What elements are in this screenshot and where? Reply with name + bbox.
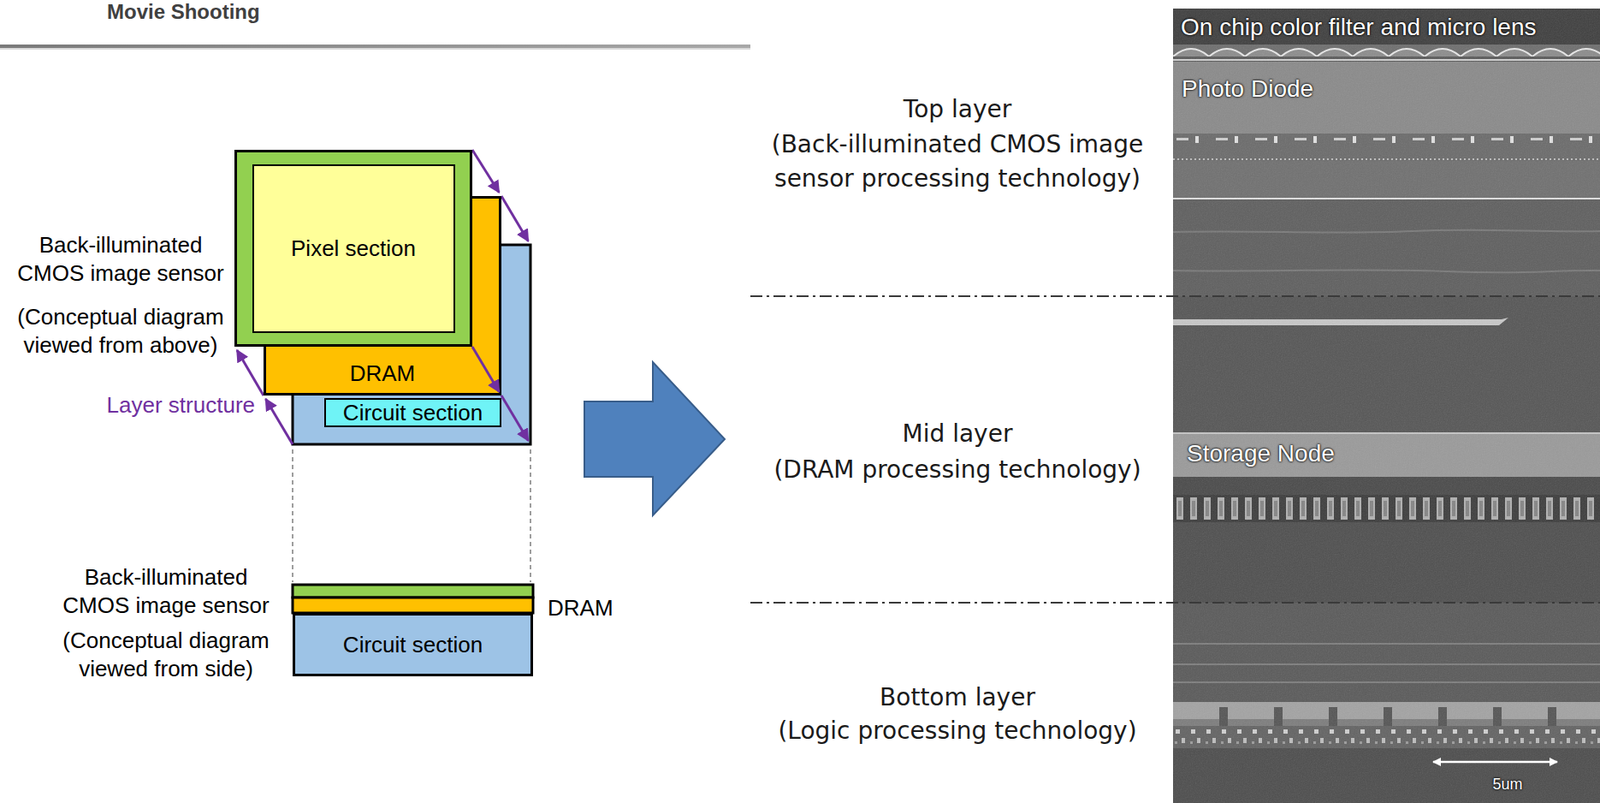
sensor-caption: Back-illuminated CMOS image sensor [9, 231, 232, 288]
title-slot: Movie Shooting [106, 0, 261, 24]
label-slot: Storage Node [1186, 439, 1335, 468]
box-label: Circuit section [343, 630, 483, 658]
box-label: DRAM [349, 359, 416, 387]
dram-label: DRAM [547, 593, 614, 622]
label-slot: Top layer [734, 92, 1180, 127]
label-slot: (Conceptual diagram viewed from above) [9, 302, 232, 360]
title-rule [0, 44, 751, 48]
layer-arrow [501, 195, 528, 242]
view-note: (Conceptual diagram viewed from side) [54, 626, 278, 683]
circuit-box: Circuit section [324, 397, 502, 427]
view-note: (Conceptual diagram viewed from above) [9, 302, 232, 360]
projection-line [529, 449, 532, 582]
label-slot: (DRAM processing technology) [734, 452, 1180, 487]
box-label: Circuit section [343, 400, 483, 425]
scale-bar [1433, 760, 1558, 764]
process-note: (Back-illuminated CMOS image sensor proc… [734, 127, 1180, 196]
label-slot: (Conceptual diagram viewed from side) [54, 626, 278, 683]
label-slot: Back-illuminated CMOS image sensor [9, 231, 232, 288]
label-slot: Layer structure [85, 391, 255, 419]
layer-arrow [472, 346, 499, 392]
label-slot: (Logic processing technology) [734, 713, 1180, 748]
label-slot: (Back-illuminated CMOS image sensor proc… [734, 127, 1180, 196]
box-label: Pixel section [290, 234, 416, 262]
sensor-layer-bar [292, 584, 534, 598]
label-slot: On chip color filter and micro lens [1180, 13, 1537, 42]
pixel-layer-square: Pixel section [234, 149, 473, 347]
layer-name: Bottom layer [734, 680, 1180, 715]
layer-arrow [501, 395, 528, 441]
layer-arrow [472, 149, 499, 193]
sensor-caption: Back-illuminated CMOS image sensor [54, 562, 278, 620]
label-slot: Mid layer [734, 416, 1180, 451]
sem-ground [1173, 8, 1600, 803]
sem-label: Storage Node [1186, 439, 1335, 468]
layer-divider [750, 601, 1600, 604]
layer-structure-label: Layer structure [85, 391, 255, 419]
layer-arrow [237, 349, 264, 396]
sem-label: On chip color filter and micro lens [1180, 13, 1537, 42]
label-slot: DRAM [547, 593, 614, 622]
dram-layer-bar [292, 597, 534, 613]
scale-label: 5um [1481, 774, 1534, 794]
label-slot: 5um [1481, 774, 1534, 794]
sem-grain [1173, 8, 1600, 803]
circuit-layer-bar: Circuit section [292, 612, 534, 676]
layer-name: Mid layer [734, 416, 1180, 451]
process-note: (DRAM processing technology) [734, 452, 1180, 487]
block-arrow [584, 361, 725, 516]
label-slot: Bottom layer [734, 680, 1180, 715]
title-rule-shadow [0, 47, 751, 50]
sem-cross-section [1173, 8, 1600, 803]
layer-arrow [266, 398, 294, 445]
slide-title: Movie Shooting [106, 0, 261, 24]
process-note: (Logic processing technology) [734, 713, 1180, 748]
label-slot: Back-illuminated CMOS image sensor [54, 562, 278, 620]
layer-name: Top layer [734, 92, 1180, 127]
sem-label: Photo Diode [1181, 75, 1314, 103]
label-slot: Photo Diode [1181, 75, 1314, 103]
layer-divider [750, 295, 1600, 297]
projection-line [291, 449, 294, 582]
